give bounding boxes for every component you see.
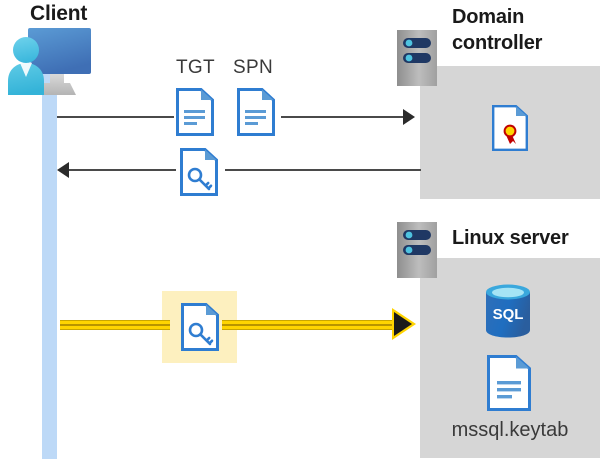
keytab-document-icon bbox=[487, 355, 531, 411]
sql-database-icon: SQL bbox=[484, 283, 532, 339]
flow-line-response-left bbox=[68, 169, 176, 171]
spn-document-icon bbox=[237, 88, 275, 136]
flow-line-request-right bbox=[281, 116, 405, 118]
svg-text:SQL: SQL bbox=[493, 306, 524, 323]
kerberos-flow-line-right bbox=[222, 320, 398, 330]
certificate-document-icon bbox=[492, 105, 528, 151]
server-rack-icon bbox=[397, 222, 437, 278]
client-lifeline bbox=[42, 31, 57, 459]
key-document-icon bbox=[181, 303, 219, 351]
key-document-icon bbox=[180, 148, 218, 196]
spn-label: SPN bbox=[233, 57, 273, 78]
tgt-document-icon bbox=[176, 88, 214, 136]
linux-server-title: Linux server bbox=[452, 227, 569, 249]
flow-arrowhead-to-client bbox=[57, 162, 69, 178]
kerberos-arrowhead-to-linux-server bbox=[394, 312, 412, 336]
client-title: Client bbox=[30, 2, 88, 25]
flow-line-request-left bbox=[57, 116, 174, 118]
domain-controller-title: Domain controller bbox=[452, 6, 543, 54]
flow-line-response-right bbox=[225, 169, 421, 171]
keytab-filename-label: mssql.keytab bbox=[451, 419, 569, 441]
client-workstation-icon bbox=[6, 27, 100, 107]
tgt-label: TGT bbox=[176, 57, 215, 78]
flow-arrowhead-to-domain-controller bbox=[403, 109, 415, 125]
kerberos-flow-line-left bbox=[60, 320, 170, 330]
server-rack-icon bbox=[397, 30, 437, 86]
